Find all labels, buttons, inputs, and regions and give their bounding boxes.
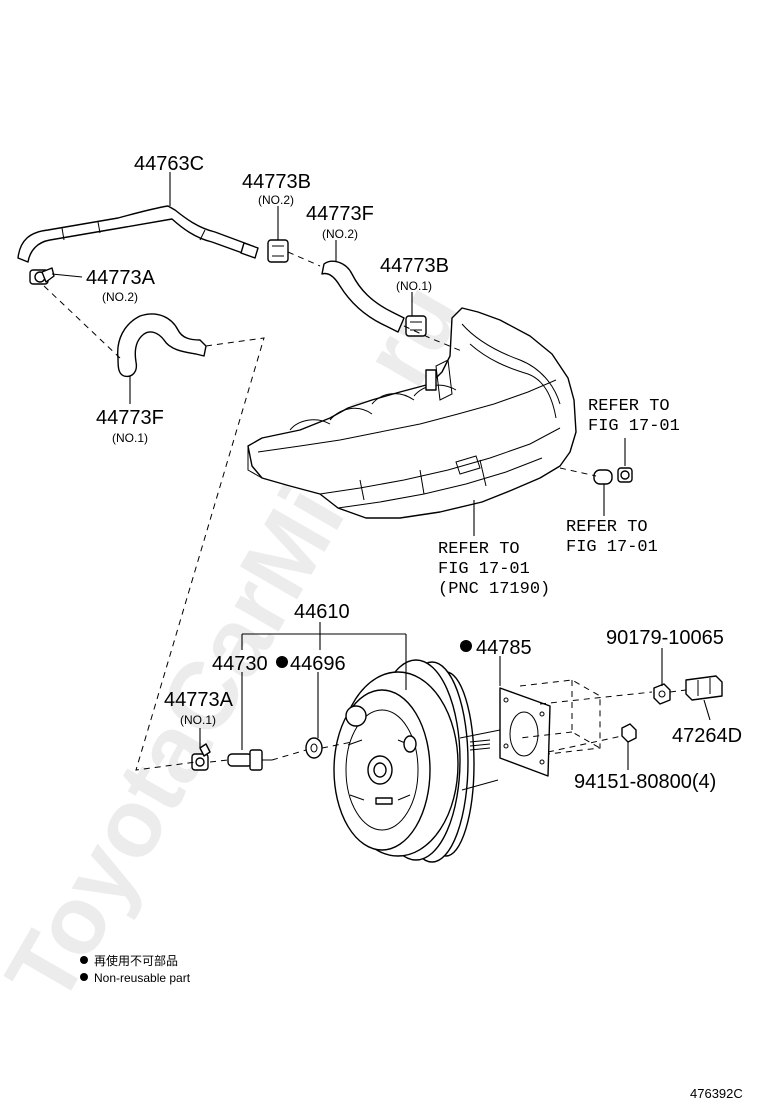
label-44773b-no1-sub: (NO.1) [396, 279, 432, 293]
label-44763c: 44763C [134, 153, 204, 175]
assembly-dashed-lines [43, 251, 687, 771]
pedal-bracket-outline [519, 679, 601, 755]
legend-text-jp: 再使用不可部品 [94, 953, 178, 968]
hose-44773f-no2 [321, 260, 405, 333]
watermark: ToyotaCarMine.ru [0, 266, 483, 1020]
non-reusable-dot-44696 [276, 656, 288, 668]
clamp-44773b-no1 [405, 315, 427, 337]
label-44773b-no2-sub: (NO.2) [258, 193, 294, 207]
label-44610: 44610 [294, 601, 350, 623]
legend-text-en: Non-reusable part [94, 971, 191, 985]
label-44773a-no1: 44773A [164, 689, 234, 711]
grommet-44696 [305, 737, 323, 759]
clamp-44773b-no2 [267, 239, 289, 263]
clamp-44773a-no2 [29, 267, 55, 285]
label-44785: 44785 [476, 637, 532, 659]
leader-lines [51, 172, 711, 770]
diagram-code: 476392C [690, 1086, 743, 1101]
ref-mid-line2: FIG 17-01 [438, 560, 530, 579]
label-44773f-no1: 44773F [96, 407, 164, 429]
clamp-small-right [617, 467, 633, 483]
nut-94151-80800 [621, 723, 637, 743]
clamp-44773a-no1 [191, 743, 211, 771]
label-44696: 44696 [290, 653, 346, 675]
vacuum-hose-44763c [17, 205, 259, 263]
ref-low-line2: FIG 17-01 [566, 538, 658, 557]
legend-dot-en [80, 973, 88, 981]
brake-booster-44610 [333, 659, 501, 863]
clevis-47264d [685, 675, 723, 701]
gasket-44785 [499, 687, 551, 777]
label-44773a-no2: 44773A [86, 267, 156, 289]
label-44773f-no1-sub: (NO.1) [112, 431, 148, 445]
legend-dot-jp [80, 956, 88, 964]
hose-44773f-no1 [117, 313, 207, 378]
ref-mid-line1: REFER TO [438, 540, 520, 559]
label-44773a-no1-sub: (NO.1) [180, 713, 216, 727]
label-47264d: 47264D [672, 725, 742, 747]
legend: 再使用不可部品 Non-reusable part [80, 953, 191, 985]
ref-right-line2: FIG 17-01 [588, 417, 680, 436]
label-44773b-no2: 44773B [242, 171, 311, 193]
label-44773b-no1: 44773B [380, 255, 449, 277]
label-44730: 44730 [212, 653, 268, 675]
label-44773f-no2: 44773F [306, 203, 374, 225]
label-44773f-no2-sub: (NO.2) [322, 227, 358, 241]
ref-low-line1: REFER TO [566, 518, 648, 537]
nut-90179-10065 [653, 683, 671, 705]
hose-small-right [593, 469, 613, 485]
intake-manifold [247, 307, 577, 519]
label-94151-80800: 94151-80800(4) [574, 771, 716, 793]
non-reusable-dot-44785 [460, 640, 472, 652]
check-valve-44730 [227, 749, 272, 771]
label-44773a-no2-sub: (NO.2) [102, 290, 138, 304]
ref-right-line1: REFER TO [588, 397, 670, 416]
label-90179-10065: 90179-10065 [606, 627, 724, 649]
ref-mid-line3: (PNC 17190) [438, 580, 550, 599]
